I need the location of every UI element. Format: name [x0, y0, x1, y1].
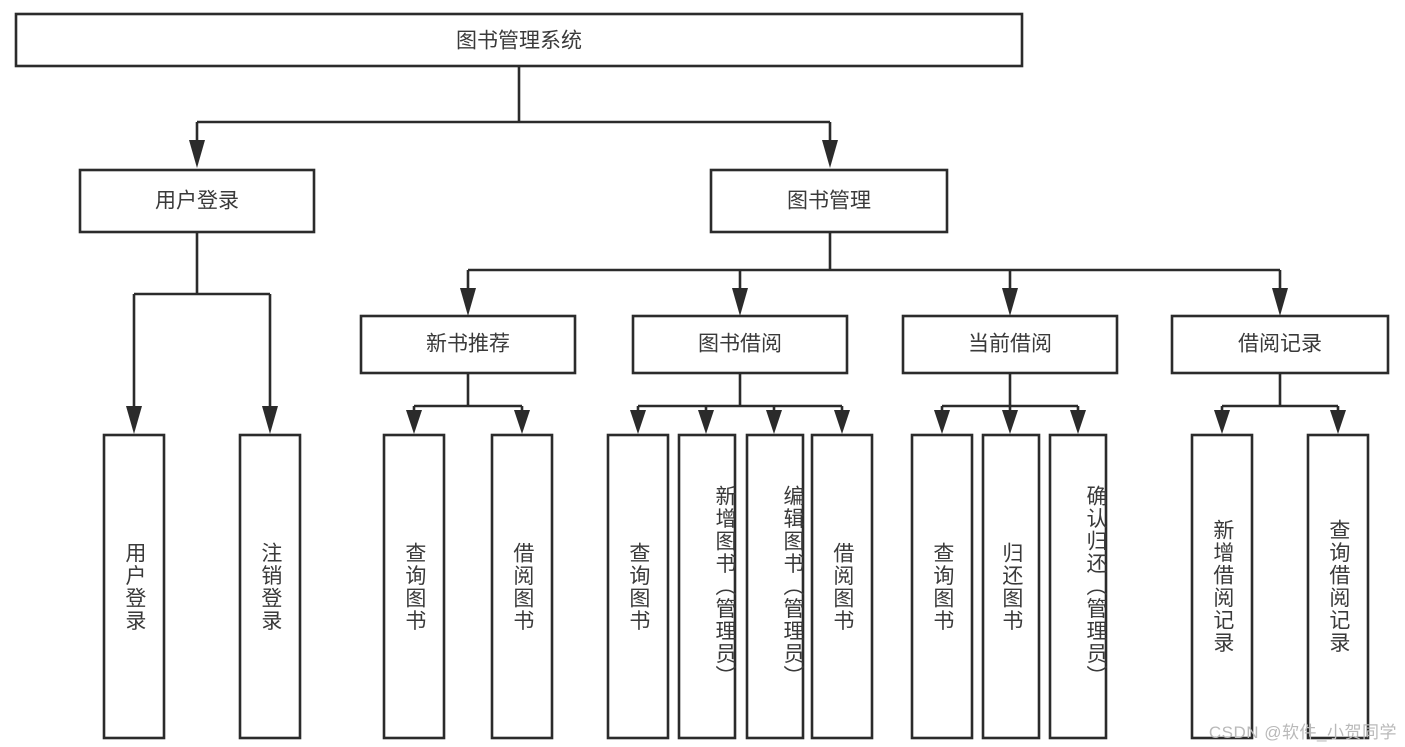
node-user-login[interactable] [78, 168, 316, 234]
node-boxes: 图书管理系统 用户登录 图书管理 新书推荐 图书借阅 当前借阅 借阅记录 [14, 12, 1390, 740]
node-book-borrow-label: 图书借阅 [698, 333, 782, 356]
node-book-manage-label: 图书管理 [787, 190, 871, 213]
node-borrow-record-label: 借阅记录 [1238, 333, 1322, 356]
node-leaf-add-book[interactable] [677, 433, 737, 740]
csdn-watermark: CSDN @软件_小贺同学 [1208, 723, 1397, 742]
node-new-book-recommend[interactable] [359, 314, 577, 375]
arrowhead-leaf-query-book-1 [406, 410, 422, 434]
node-leaf-borrow-book-1[interactable] [490, 433, 554, 740]
arrowhead-book-manage [822, 140, 838, 168]
arrowhead-new-book-recommend [460, 288, 476, 316]
arrowhead-leaf-add-record [1214, 410, 1230, 434]
node-leaf-user-login[interactable] [102, 433, 166, 740]
arrowhead-leaf-edit-book [766, 410, 782, 434]
arrowhead-leaf-user-login [126, 406, 142, 434]
node-current-borrow-label: 当前借阅 [968, 333, 1052, 356]
node-current-borrow[interactable] [901, 314, 1119, 375]
arrowhead-user-login [189, 140, 205, 168]
arrowhead-leaf-user-logout [262, 406, 278, 434]
node-root[interactable] [14, 12, 1024, 68]
node-leaf-query-book-3[interactable] [910, 433, 974, 740]
node-new-book-recommend-label: 新书推荐 [426, 333, 510, 356]
node-book-borrow[interactable] [631, 314, 849, 375]
node-leaf-return-book[interactable] [981, 433, 1041, 740]
connectors [126, 66, 1346, 434]
node-leaf-query-book-2[interactable] [606, 433, 670, 740]
node-leaf-borrow-book-2[interactable] [810, 433, 874, 740]
node-borrow-record[interactable] [1170, 314, 1390, 375]
arrowhead-leaf-add-book [698, 410, 714, 434]
arrowhead-leaf-return-book [1002, 410, 1018, 434]
arrowhead-leaf-query-record [1330, 410, 1346, 434]
arrowhead-borrow-record [1272, 288, 1288, 316]
arrowhead-current-borrow [1002, 288, 1018, 316]
arrowhead-leaf-borrow-book-2 [834, 410, 850, 434]
node-root-label: 图书管理系统 [456, 30, 582, 53]
arrowhead-leaf-query-book-3 [934, 410, 950, 434]
node-user-login-label: 用户登录 [155, 190, 239, 213]
node-book-manage[interactable] [709, 168, 949, 234]
node-leaf-user-logout[interactable] [238, 433, 302, 740]
node-leaf-confirm-return[interactable] [1048, 433, 1108, 740]
node-leaf-edit-book[interactable] [745, 433, 805, 740]
node-leaf-query-book-1[interactable] [382, 433, 446, 740]
arrowhead-leaf-confirm-return [1070, 410, 1086, 434]
arrowhead-leaf-borrow-book-1 [514, 410, 530, 434]
node-leaf-query-record[interactable] [1306, 433, 1370, 740]
arrowhead-book-borrow [732, 288, 748, 316]
arrowhead-leaf-query-book-2 [630, 410, 646, 434]
node-leaf-add-record[interactable] [1190, 433, 1254, 740]
